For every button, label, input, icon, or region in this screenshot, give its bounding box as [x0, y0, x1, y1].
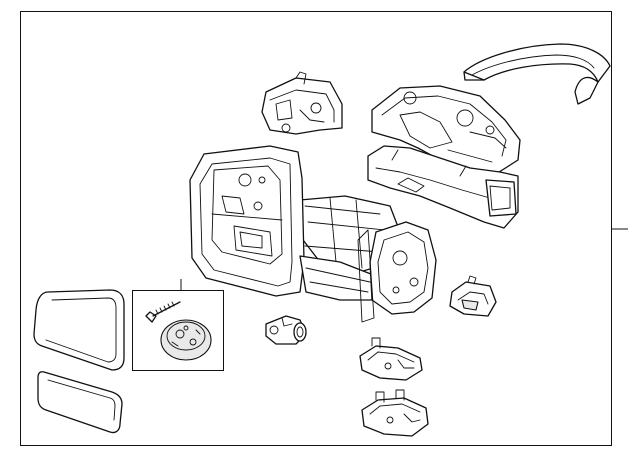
mirror-cap-cover[interactable]: [463, 43, 611, 105]
callout-frame: [132, 290, 224, 371]
upper-clip[interactable]: [359, 337, 423, 381]
puddle-lamp[interactable]: [449, 275, 497, 317]
mirror-motor[interactable]: [261, 71, 343, 135]
lower-clip[interactable]: [361, 389, 429, 437]
upper-housing-bracket[interactable]: [371, 85, 521, 175]
mirror-glass[interactable]: [33, 289, 125, 371]
callout-box: [132, 279, 224, 371]
screw[interactable]: [145, 301, 181, 323]
mirror-assembly-frame[interactable]: [189, 145, 437, 323]
lower-housing[interactable]: [367, 145, 519, 229]
actuator-disc[interactable]: [160, 319, 212, 361]
connector[interactable]: [265, 315, 307, 345]
lower-spotter-glass[interactable]: [37, 371, 123, 434]
